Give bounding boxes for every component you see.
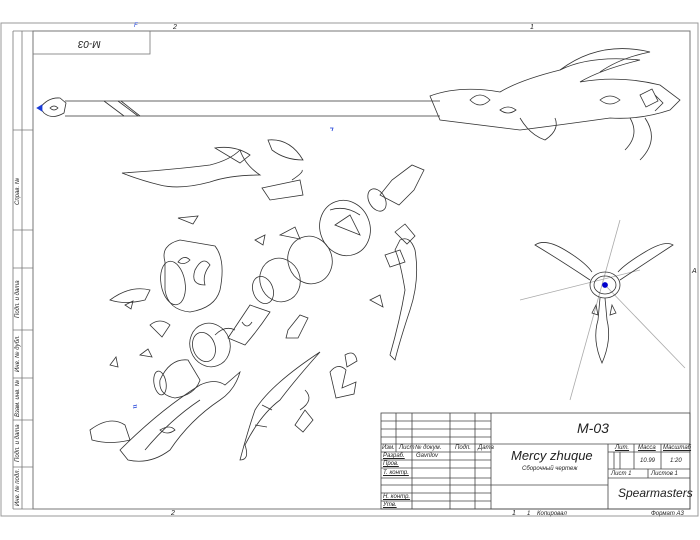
- origin-marker-icon: [36, 104, 43, 112]
- mass-label: Масса: [638, 445, 656, 451]
- side-label: Взам. инв. №: [15, 379, 21, 417]
- outer-border: [0, 22, 699, 517]
- exploded-parts: [89, 139, 425, 462]
- inverted-code-box: [32, 30, 151, 55]
- header-date: Дата: [478, 445, 494, 451]
- header-doc-no: № докум.: [415, 445, 442, 451]
- sheets-total: Листов 1: [651, 471, 678, 477]
- copied-number: 1: [527, 511, 531, 517]
- role-label: Т. контр.: [383, 470, 409, 476]
- role-label: Пров.: [383, 461, 399, 467]
- spear-assembled: [39, 48, 681, 161]
- sheet-number: Лист 1: [611, 471, 632, 477]
- inner-frame: [32, 30, 691, 510]
- role-label: Утв.: [383, 502, 397, 508]
- scale-value: 1:20: [670, 458, 682, 464]
- inverted-code: M-03: [78, 38, 101, 49]
- side-label: Инв. № дубл.: [15, 335, 21, 372]
- zone-label: 2: [171, 510, 175, 517]
- coordinate-marker-icon: [132, 404, 138, 409]
- zone-label: 2: [173, 24, 177, 31]
- zone-label: 1: [530, 24, 534, 31]
- title-block-lines: [380, 412, 691, 510]
- top-view: [519, 219, 686, 401]
- scale-label: Масштаб: [663, 445, 692, 451]
- dimension-marker-icon: [330, 127, 334, 132]
- role-label: Разраб.: [383, 453, 405, 459]
- format-label: Формат А3: [651, 511, 684, 517]
- designation: M-03: [577, 420, 609, 436]
- mass-value: 10.99: [640, 458, 656, 464]
- header-izm: Изм.: [382, 445, 395, 451]
- copied-label: Копировал: [537, 511, 567, 517]
- side-label: Подп. и дата: [15, 424, 21, 462]
- side-strip-dividers: [13, 129, 33, 468]
- side-label: Справ. №: [15, 177, 21, 205]
- header-sign: Подп.: [455, 445, 471, 451]
- lit-label: Лит.: [615, 445, 630, 451]
- role-person: Gavrilov: [416, 453, 439, 459]
- header-list: Лист: [399, 445, 415, 451]
- document-type: Сборочный чертеж: [522, 466, 578, 472]
- marker-label: F: [134, 23, 138, 29]
- organization: Spearmasters: [618, 486, 693, 500]
- side-label: Подп. и дата: [15, 280, 21, 318]
- role-label: Н. контр.: [383, 494, 411, 500]
- product-name: Mercy zhuque: [511, 448, 593, 463]
- zone-label: A: [692, 268, 697, 275]
- side-label: Инв. № подл.: [15, 468, 21, 506]
- zone-label: 1: [512, 510, 516, 517]
